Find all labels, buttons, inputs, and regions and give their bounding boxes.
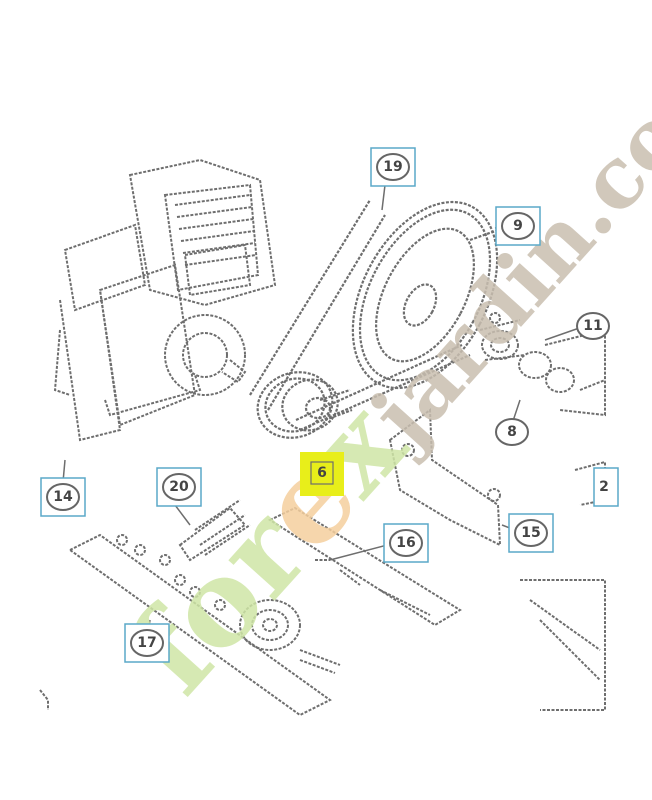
- callout-2: 2: [599, 479, 609, 495]
- callout-2-box[interactable]: [593, 467, 619, 507]
- callout-14: 14: [53, 489, 73, 505]
- callout-6-box[interactable]: [310, 461, 334, 485]
- callout-8: 8: [507, 424, 517, 440]
- watermark: forexjardin.com: [103, 0, 652, 719]
- engine-drawing: [53, 158, 277, 442]
- callout-6: 6: [317, 465, 327, 481]
- tensioner-drawing: [68, 499, 462, 717]
- small-pulley-drawing: [256, 371, 353, 439]
- callout-8-circle[interactable]: [495, 418, 529, 446]
- callout-19: 19: [383, 159, 402, 175]
- pulley-belt-drawing: [249, 199, 499, 432]
- callout-16: 16: [396, 535, 415, 551]
- highlight-marker: [300, 452, 344, 496]
- callout-17: 17: [137, 635, 156, 651]
- shaft-parts-drawing: [479, 312, 606, 417]
- callout-9: 9: [513, 218, 523, 234]
- bracket-drawing: [388, 408, 502, 547]
- callouts: 19 9 11 8 14 20 2 15 16 17: [40, 147, 619, 663]
- callout-11-circle[interactable]: [576, 312, 610, 340]
- callout-15: 15: [521, 525, 540, 541]
- callout-11: 11: [583, 318, 602, 334]
- svg-text:forexjardin.com: forexjardin.com: [103, 0, 652, 719]
- callout-20: 20: [169, 479, 189, 495]
